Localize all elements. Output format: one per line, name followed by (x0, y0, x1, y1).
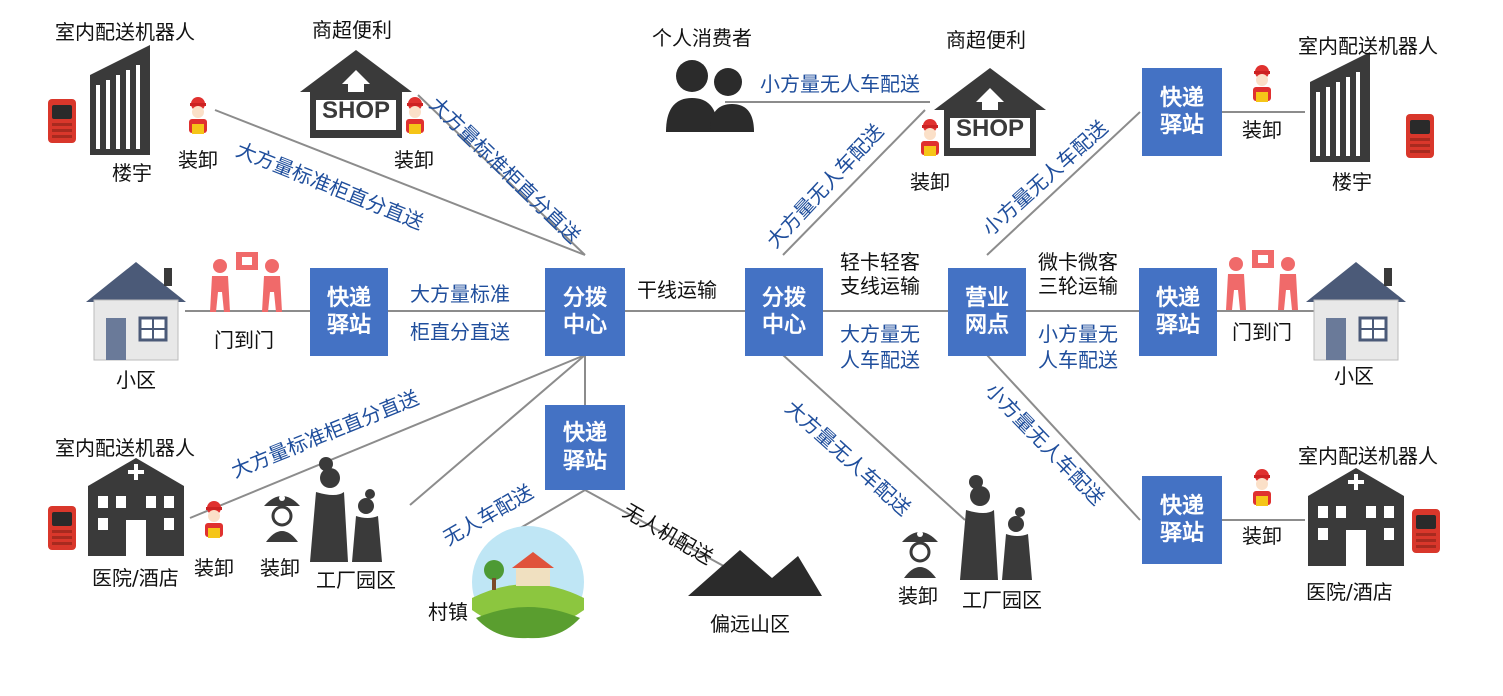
edge-trunk: 干线运输 (637, 278, 717, 302)
community-label: 小区 (1334, 364, 1374, 388)
factory-icon (960, 475, 1032, 580)
worker-icon (1253, 469, 1271, 506)
edge-small-unmanned-2: 人车配送 (1038, 348, 1118, 372)
loading-label: 装卸 (194, 556, 234, 580)
worker-icon (1253, 65, 1271, 102)
shop-sign: SHOP (956, 115, 1024, 142)
robot-label: 室内配送机器人 (55, 20, 195, 44)
loading-label: 装卸 (394, 148, 434, 172)
robot-icon (1412, 509, 1440, 553)
express-station[interactable]: 快递 驿站 (310, 268, 388, 356)
village-icon (472, 526, 584, 639)
community-label: 小区 (116, 368, 156, 392)
hospital-icon (1308, 468, 1404, 566)
edge-big-cabinet-1: 大方量标准 (410, 282, 510, 306)
loading-label: 装卸 (910, 170, 950, 194)
robot-icon (1406, 114, 1434, 158)
village-label: 村镇 (428, 600, 468, 624)
building-label: 楼宇 (1332, 170, 1372, 194)
express-station[interactable]: 快递 驿站 (1139, 268, 1217, 356)
building-label: 楼宇 (112, 161, 152, 185)
mountain-icon (688, 550, 822, 596)
express-station[interactable]: 快递 驿站 (1142, 68, 1222, 156)
edge-big-cabinet-2: 柜直分直送 (410, 320, 510, 344)
consumer-label: 个人消费者 (652, 26, 752, 50)
loading-label: 装卸 (260, 556, 300, 580)
distribution-center-left[interactable]: 分拨 中心 (545, 268, 625, 356)
robot-icon (48, 99, 76, 143)
miner-icon (900, 529, 940, 580)
connector-lines (185, 94, 1330, 576)
business-outlet[interactable]: 营业 网点 (948, 268, 1026, 356)
loading-label: 装卸 (178, 148, 218, 172)
delivery-icon (1226, 250, 1298, 310)
shop-icon (300, 50, 412, 138)
factory-icon (310, 457, 382, 562)
express-station[interactable]: 快递 驿站 (1142, 476, 1222, 564)
edge-micro-truck-1: 微卡微客 (1038, 250, 1118, 274)
house-icon (1304, 260, 1408, 362)
worker-icon (406, 97, 424, 134)
hospital-icon (88, 458, 184, 556)
door-to-door-label: 门到门 (214, 328, 274, 352)
robot-label: 室内配送机器人 (1298, 34, 1438, 58)
edge-big-unmanned-2: 人车配送 (840, 348, 920, 372)
edge-light-truck-1: 轻卡轻客 (840, 250, 920, 274)
shop-icon (934, 68, 1046, 156)
edge-small-unmanned-consumer: 小方量无人车配送 (760, 72, 920, 96)
worker-icon (921, 119, 939, 156)
edge-micro-truck-2: 三轮运输 (1038, 274, 1118, 298)
distribution-center-right[interactable]: 分拨 中心 (745, 268, 823, 356)
factory-label: 工厂园区 (316, 568, 396, 592)
robot-label: 室内配送机器人 (1298, 444, 1438, 468)
edge-light-truck-2: 支线运输 (840, 274, 920, 298)
worker-icon (189, 97, 207, 134)
house-icon (84, 260, 188, 362)
loading-label: 装卸 (898, 584, 938, 608)
building-icon (90, 45, 150, 155)
robot-label: 室内配送机器人 (55, 436, 195, 460)
factory-label: 工厂园区 (962, 588, 1042, 612)
hospital-label: 医院/酒店 (92, 566, 179, 590)
delivery-icon (210, 252, 282, 312)
miner-icon (262, 493, 302, 544)
robot-icon (48, 506, 76, 550)
shop-label: 商超便利 (312, 18, 392, 42)
hospital-label: 医院/酒店 (1306, 580, 1393, 604)
shop-sign: SHOP (322, 97, 390, 124)
express-station[interactable]: 快递 驿站 (545, 405, 625, 490)
loading-label: 装卸 (1242, 524, 1282, 548)
edge-small-unmanned-1: 小方量无 (1038, 322, 1118, 346)
worker-icon (205, 501, 223, 538)
edge-big-unmanned-1: 大方量无 (840, 322, 920, 346)
mountain-label: 偏远山区 (710, 612, 790, 636)
building-icon (1310, 52, 1370, 162)
consumer-icon (666, 60, 754, 132)
shop-label: 商超便利 (946, 28, 1026, 52)
loading-label: 装卸 (1242, 118, 1282, 142)
door-to-door-label: 门到门 (1232, 320, 1292, 344)
